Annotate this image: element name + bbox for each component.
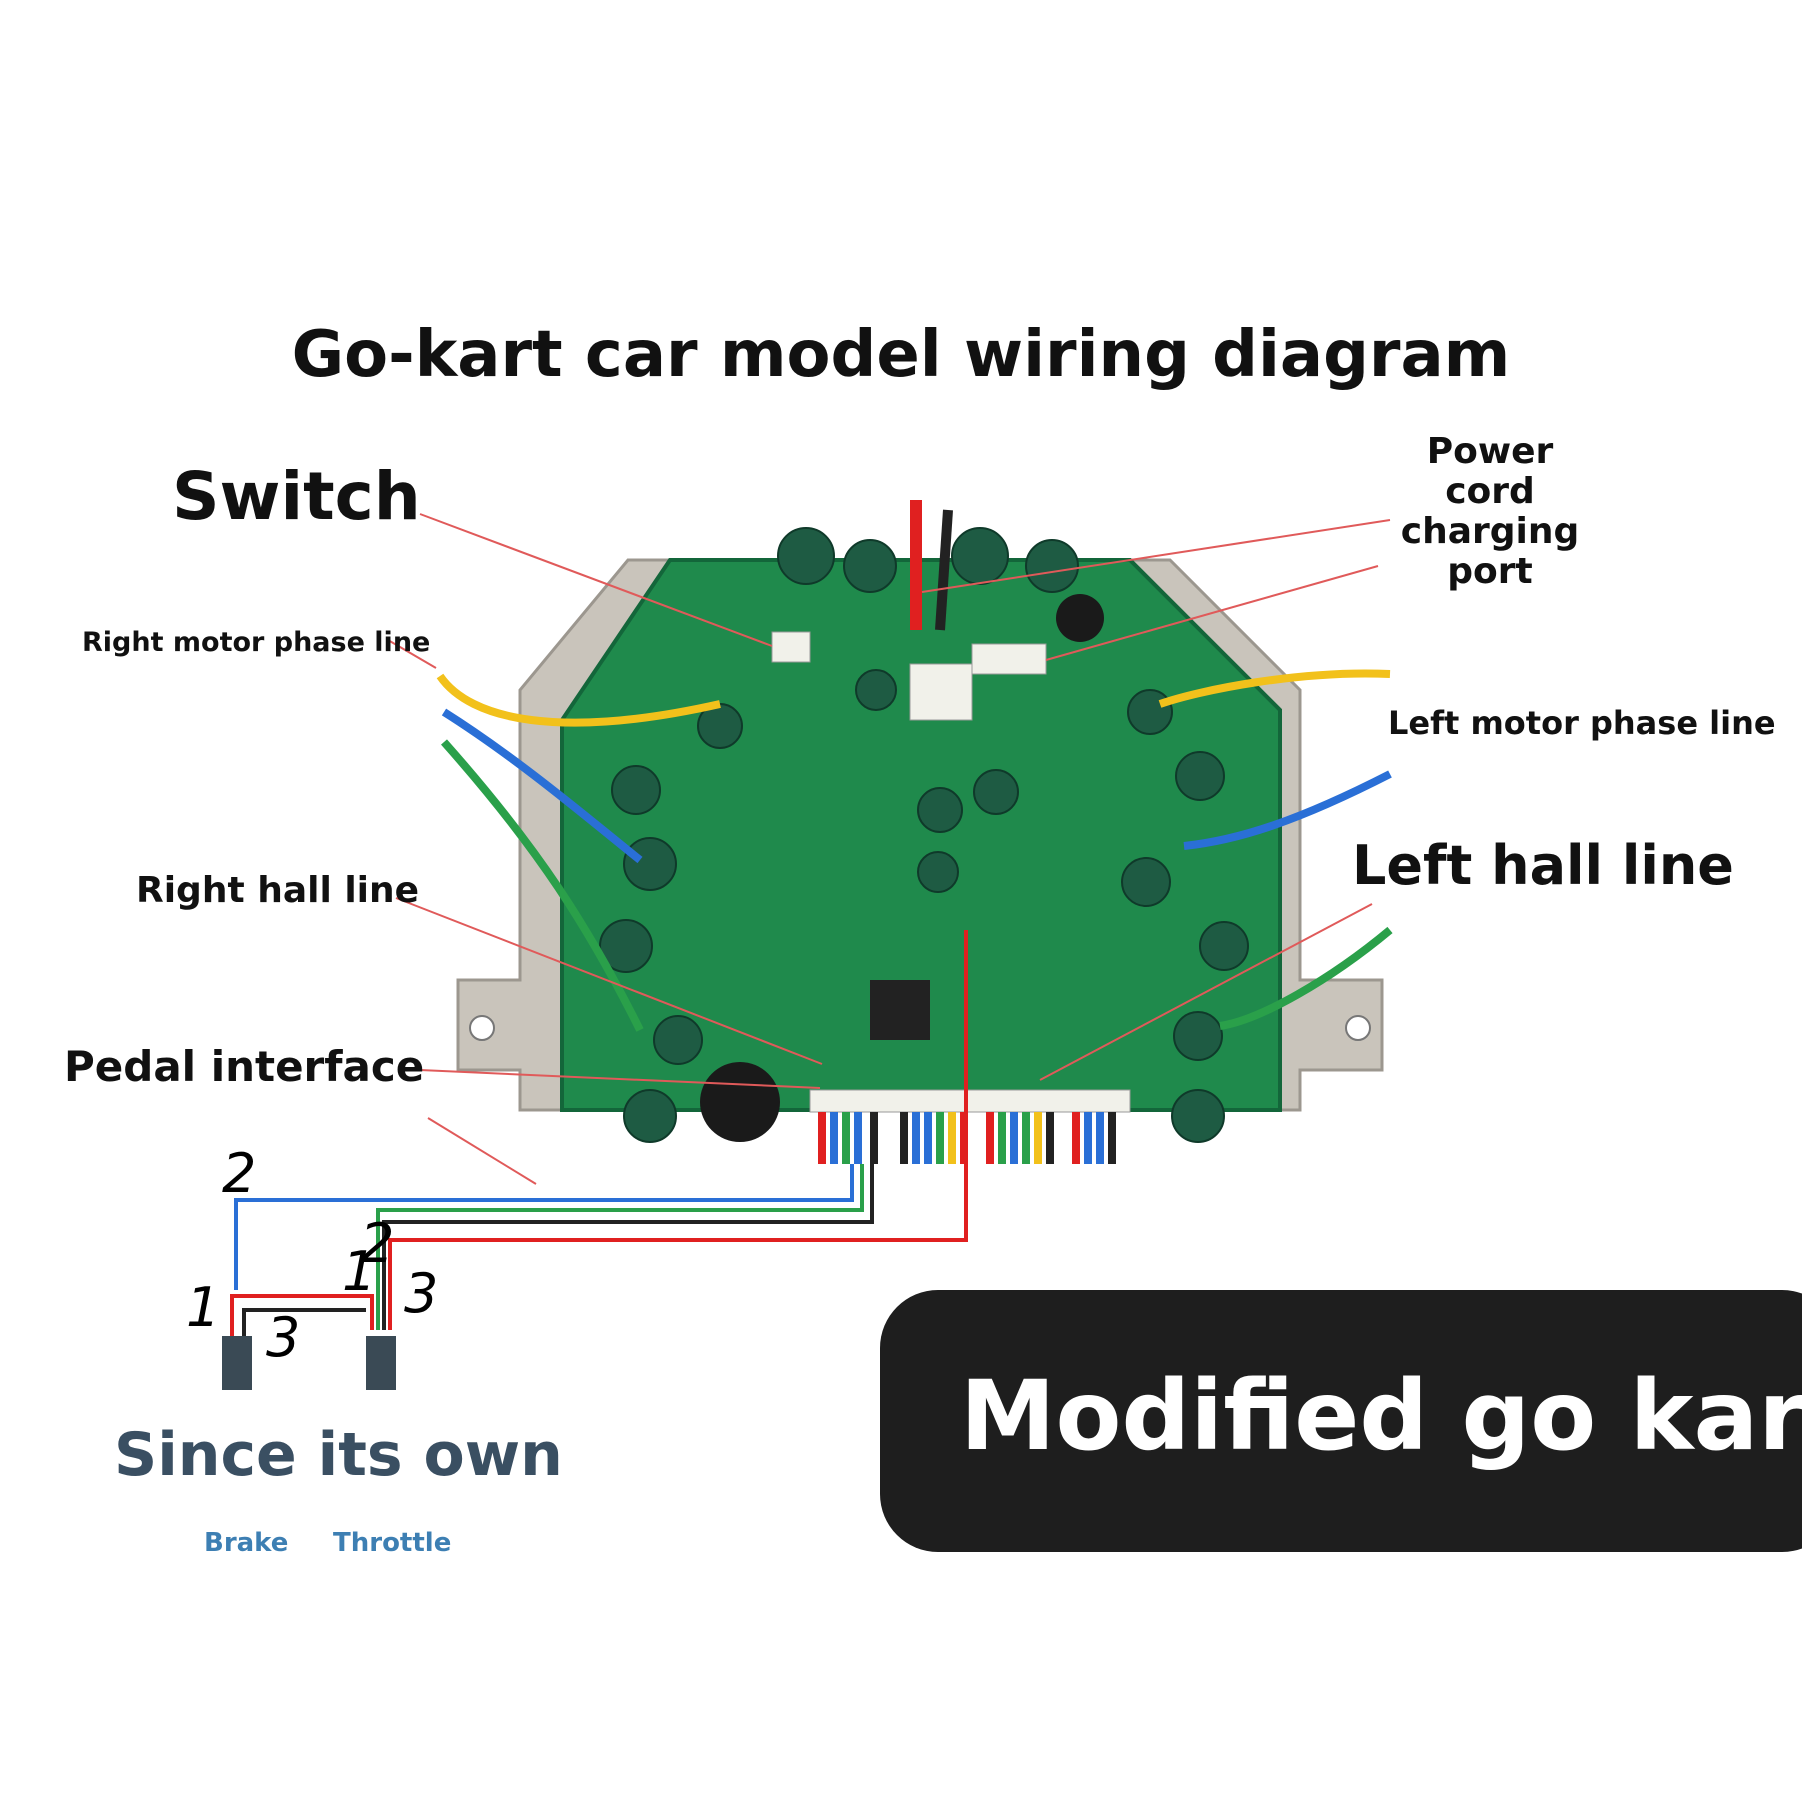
power-regulator [909, 663, 973, 721]
brake-pin-2: 2 [222, 1142, 257, 1205]
brake-pin-1: 1 [186, 1276, 221, 1339]
page-title: Go-kart car model wiring diagram [291, 318, 1511, 392]
throttle-label: Throttle [333, 1528, 452, 1558]
right-motor-phase-wires [436, 673, 721, 1032]
charging-port-connector [971, 643, 1047, 675]
brake-pin-3: 3 [266, 1306, 301, 1369]
right-motor-phase-line-label: Right motor phase line [82, 627, 431, 658]
pedal-connector-strip [809, 1089, 1131, 1113]
pedal-caption: Since its own [114, 1420, 563, 1490]
left-motor-phase-line-label: Left motor phase line [1388, 704, 1776, 742]
buzzer [700, 1062, 780, 1142]
throttle-pin-2: 2 [360, 1212, 395, 1275]
power-wire-black [935, 509, 953, 631]
throttle-plug [366, 1336, 396, 1390]
banner-text: Modified go kart [960, 1360, 1802, 1472]
power-cord-charging-port-label: Power cord charging port [1400, 431, 1580, 592]
pointer-lines [387, 513, 1391, 1185]
throttle-pin-3: 3 [404, 1262, 439, 1325]
capacitors [599, 527, 1249, 1143]
switch-connector [771, 631, 811, 663]
pedal-wiring [230, 930, 968, 1340]
microcontroller-chip [870, 980, 930, 1040]
brake-plug [222, 1336, 252, 1390]
left-hall-line-label: Left hall line [1352, 834, 1734, 897]
modified-go-kart-banner: Modified go kart [880, 1290, 1802, 1552]
switch-label: Switch [172, 458, 421, 535]
right-hall-line-label: Right hall line [136, 870, 420, 911]
throttle-pin-1: 1 [342, 1240, 377, 1303]
brake-label: Brake [204, 1528, 289, 1558]
pedal-interface-label: Pedal interface [64, 1042, 425, 1091]
inductor [1056, 594, 1104, 642]
left-motor-phase-wires [1158, 669, 1393, 1030]
